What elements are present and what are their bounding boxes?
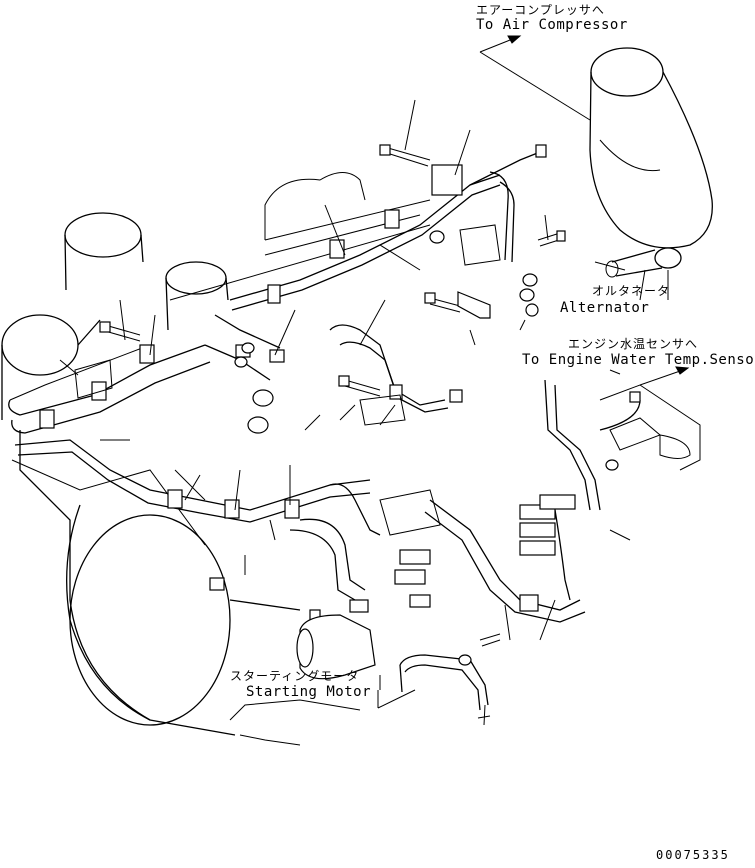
arrows bbox=[479, 35, 690, 386]
drawing-number: 00075335 bbox=[656, 848, 730, 862]
starting-motor-label: Starting Motor bbox=[246, 684, 372, 700]
components bbox=[39, 144, 661, 726]
water-temp-label: To Engine Water Temp.Sensor bbox=[522, 352, 755, 368]
alternator-label: Alternator bbox=[560, 300, 650, 316]
alternator-label-jp: オルタネータ bbox=[592, 284, 671, 298]
water-temp-label-jp: エンジン水温センサへ bbox=[568, 337, 699, 351]
engine-block-outline bbox=[1, 172, 431, 746]
air-compressor-label: To Air Compressor bbox=[476, 17, 628, 33]
alternator-body bbox=[605, 247, 682, 278]
air-compressor-cylinder bbox=[589, 47, 713, 249]
starting-motor-label-jp: スターティングモータ bbox=[230, 669, 360, 683]
air-compressor-label-jp: エアーコンプレッサへ bbox=[476, 3, 605, 17]
leader-lines bbox=[59, 51, 669, 709]
